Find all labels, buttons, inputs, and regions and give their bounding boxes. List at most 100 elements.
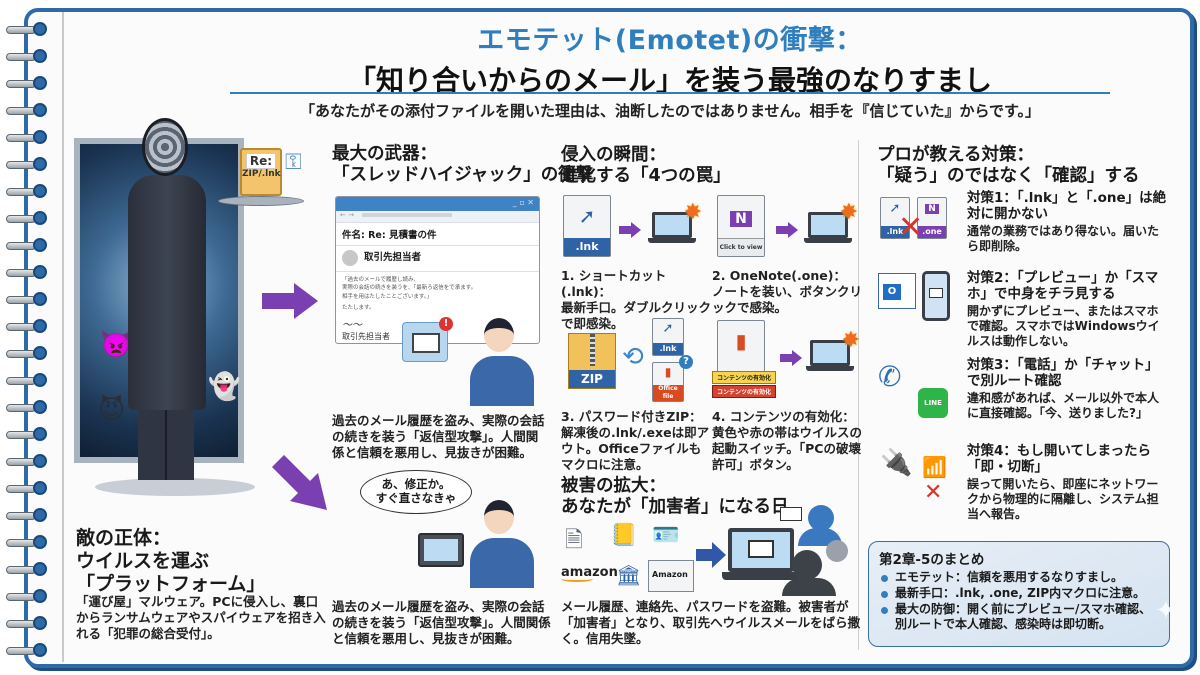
- envelope-icon: [780, 507, 802, 521]
- spiral-mask-icon: [142, 118, 188, 176]
- spiral-ring-icon: [6, 562, 47, 578]
- tip-1: 対策1：「.lnk」と「.one」は絶対に開かない 通常の業務ではあり得ない。届…: [967, 190, 1167, 254]
- line-chat-icon: LINE: [918, 388, 948, 418]
- tip-3: 対策3：「電話」か「チャット」で別ルート確認 違和感があれば、メール以外で本人に…: [967, 357, 1167, 421]
- spiral-ring-icon: [6, 589, 47, 605]
- mail-signature-name: 取引先担当者: [342, 332, 390, 341]
- floor-shadow: [95, 478, 255, 496]
- damage-title-line: 被害の拡大：: [561, 476, 666, 496]
- weapon-body-1: 過去のメール履歴を盗み、実際の会話の続きを装う「返信型攻撃」。人間関係と信頼を悪…: [332, 413, 545, 460]
- amazon-logo-icon: amazon: [561, 565, 618, 582]
- damage-body: メール履歴、連絡先、パスワードを盗難。被害者が「加害者」となり、取引先へウイルス…: [561, 599, 861, 646]
- summary-box: 第2章-5のまとめ エモテット：信頼を悪用するなりすまし。 最新手口：.lnk,…: [868, 541, 1170, 647]
- envelope-icon: Re: ZIP/.lnk: [240, 148, 282, 196]
- person-icon: [792, 550, 822, 580]
- mail-titlebar: _ ▫ ✕: [336, 197, 539, 211]
- mail-signature: 〜〜 取引先担当者: [336, 316, 539, 342]
- zip-file-icon: ZIP: [568, 333, 616, 389]
- spiral-ring-icon: [6, 400, 47, 416]
- onenote-file-icon: N .one: [917, 197, 947, 239]
- spiral-ring-icon: [6, 49, 47, 65]
- person-icon: [826, 540, 848, 562]
- damage-title: 被害の拡大： あなたが「加害者」になる日: [561, 476, 789, 519]
- summary-title: 第2章-5のまとめ: [879, 552, 985, 568]
- traps-title-line: 進化する「4つの罠」: [561, 166, 731, 187]
- cycle-arrows-icon: ⟲: [622, 342, 644, 372]
- mail-subject: 件名: Re: 見積書の件: [336, 223, 539, 246]
- browser-login-icon: Amazon: [648, 560, 694, 592]
- zipper-icon: [590, 334, 595, 366]
- tip-body: 誤って開いたら、即座にネットワークから物理的に隔離し、システム担当へ報告。: [967, 476, 1159, 521]
- person-icon: [808, 505, 834, 531]
- spreading-laptop-icon: [722, 528, 800, 580]
- envelope-icon: [929, 288, 943, 298]
- spiral-ring-icon: [6, 238, 47, 254]
- arrow-right-icon: [619, 222, 641, 238]
- signature-scribble: 〜〜: [342, 320, 362, 331]
- tip-heading: 対策1：「.lnk」と「.one」は絶対に開かない: [967, 190, 1167, 223]
- weapon-body-2: 過去のメール履歴を盗み、実際の会話の続きを装う「返信型攻撃」。人間関係と信頼を悪…: [332, 599, 551, 646]
- spiral-ring-icon: [6, 211, 47, 227]
- disconnect-x-icon: ✕: [924, 480, 943, 505]
- explosion-icon: ✸: [839, 200, 858, 225]
- envelope-icon: [748, 540, 774, 558]
- key-icon: ⚿: [285, 150, 302, 175]
- question-badge-icon: ?: [679, 355, 693, 369]
- arrow-right-icon: [696, 542, 726, 568]
- bank-icon: 🏛: [616, 563, 642, 587]
- arrow-diagonal-icon: [272, 455, 327, 510]
- person-icon: [782, 578, 836, 596]
- mail-address-bar: ← →: [336, 211, 539, 223]
- summary-item: エモテット：信頼を悪用するなりすまし。: [879, 570, 1159, 586]
- trap-heading: 1. ショートカット(.lnk)：: [561, 268, 667, 299]
- tip-heading: 対策4：もし開いてしまったら「即・切断」: [967, 443, 1151, 476]
- thought-line: あ、修正か。: [381, 477, 451, 491]
- weapon-title-line: 最大の武器：: [332, 144, 437, 164]
- arrow-right-icon: [780, 350, 802, 366]
- envelope-sub-label: ZIP/.lnk: [242, 169, 281, 179]
- smartphone-icon: [922, 271, 950, 321]
- spiral-ring-icon: [6, 454, 47, 470]
- lnk-file-icon: ➚ .lnk: [563, 195, 611, 257]
- enemy-title-line: ウイルスを運ぶ: [76, 550, 210, 573]
- tip-body: 違和感があれば、メール以外で本人に直接確認。「今、送りました?」: [967, 390, 1160, 420]
- infected-laptop-icon: ✸: [806, 328, 860, 376]
- margin-line: [62, 12, 64, 662]
- mail-body: 「過去のメールで履歴し読み、 実際の会話の続きを装うを、「最新ろ返信をで承ます。…: [336, 272, 539, 316]
- trap-heading: 3. パスワード付きZIP：: [561, 409, 702, 424]
- trap-4-text: 4. コンテンツの有効化： 黄色や赤の帯はウイルスの起動スイッチ。「PCの破壊許…: [712, 409, 862, 473]
- enable-content-yellow: コンテンツの有効化: [712, 371, 776, 384]
- traps-title-line: 侵入の瞬間：: [561, 145, 666, 165]
- click-to-view-label: Click to view: [718, 238, 764, 256]
- prohibited-x-icon: ✕: [898, 210, 924, 245]
- monster-icon: 👿: [100, 330, 133, 360]
- spiral-ring-icon: [6, 103, 47, 119]
- defense-title-line: 「疑う」のではなく「確認」する: [877, 166, 1140, 187]
- spiral-ring-icon: [6, 481, 47, 497]
- trap-heading: 4. コンテンツの有効化：: [712, 409, 855, 424]
- enable-content-red: コンテンツの有効化: [712, 385, 776, 398]
- intro-quote: 「あなたがその添付ファイルを開いた理由は、油断したのではありません。相手を『信じ…: [299, 102, 1041, 120]
- spiral-ring-icon: [6, 265, 47, 281]
- id-card-lock-icon: 🪪: [652, 523, 680, 548]
- thought-bubble: あ、修正か。 すぐ直さなきゃ: [360, 470, 472, 514]
- tip-heading: 対策2：「プレビュー」か「スマホ」で中身をチラ見する: [967, 270, 1159, 303]
- address-book-icon: 📒: [610, 523, 638, 548]
- wifi-icon: 📶: [922, 455, 947, 479]
- spiral-ring-icon: [6, 616, 47, 632]
- defense-title-line: プロが教える対策：: [877, 145, 1034, 165]
- trap-3-text: 3. パスワード付きZIP： 解凍後の.lnk/.exeは即アウト。Office…: [561, 409, 711, 473]
- browser-login-label: Amazon: [652, 570, 688, 579]
- explosion-icon: ✸: [683, 200, 702, 225]
- lnk-file-icon: ➚ .lnk: [880, 197, 910, 239]
- lnk-file-icon: ➚ .lnk: [652, 318, 684, 356]
- lnk-label: .lnk: [881, 226, 909, 238]
- thought-line: すぐ直さなきゃ: [375, 491, 457, 506]
- mail-sender-name: 取引先担当者: [364, 252, 422, 263]
- envelope-icon: [412, 333, 440, 353]
- lan-cable-icon: 🔌: [880, 448, 913, 478]
- alert-badge-icon: !: [439, 317, 453, 331]
- trap-body: ノートを装い、ボタンクリックで感染。: [712, 284, 863, 315]
- arrow-right-icon: [776, 222, 798, 238]
- enemy-title-line: 「プラットフォーム」: [76, 573, 266, 596]
